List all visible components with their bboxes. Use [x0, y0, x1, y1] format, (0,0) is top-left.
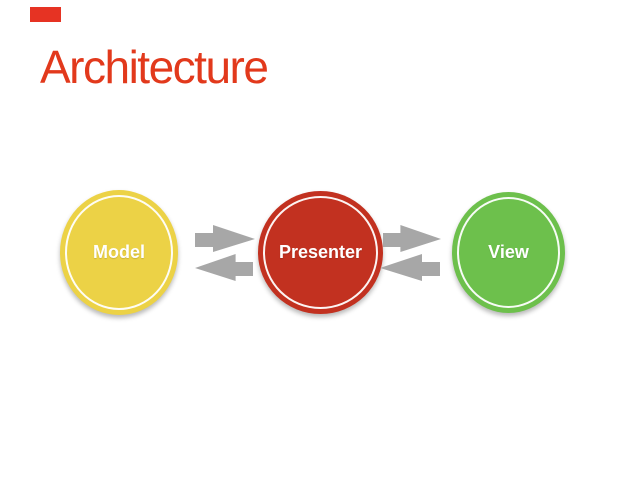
arrow-right-icon	[195, 225, 255, 252]
diagram-node-model: Model	[60, 190, 178, 315]
red-marker	[30, 7, 61, 22]
node-label-presenter: Presenter	[278, 242, 363, 262]
arrow-left-icon	[380, 254, 440, 281]
node-label-view: View	[488, 242, 529, 262]
arrow-left-icon	[195, 254, 253, 281]
arrow-right-icon	[383, 225, 441, 252]
node-label-model: Model	[93, 242, 145, 262]
page-title: Architecture	[40, 41, 269, 93]
diagram-node-view: View	[452, 192, 565, 313]
diagram-node-presenter: Presenter	[258, 191, 383, 314]
